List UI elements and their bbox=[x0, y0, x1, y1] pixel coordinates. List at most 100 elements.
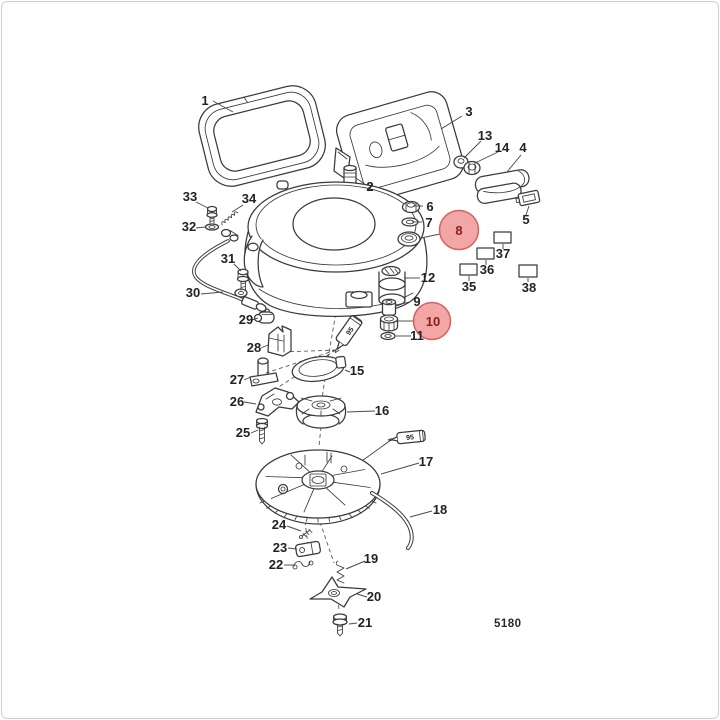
callout-3: 3 bbox=[465, 104, 472, 119]
callout-19: 19 bbox=[364, 551, 378, 566]
leader-25 bbox=[250, 429, 259, 434]
leader-30 bbox=[200, 291, 224, 295]
part-8-grommet bbox=[397, 231, 421, 247]
callout-31: 31 bbox=[221, 251, 235, 266]
leader-2 bbox=[355, 177, 367, 186]
part-9-spacer bbox=[381, 298, 397, 317]
part-26-latch-bracket bbox=[255, 387, 300, 417]
callout-36: 36 bbox=[480, 262, 494, 277]
leader-21 bbox=[348, 622, 358, 625]
callout-23: 23 bbox=[273, 540, 287, 555]
leader-28 bbox=[260, 344, 269, 349]
leader-8 bbox=[420, 233, 441, 239]
tube-2-label: 95 bbox=[406, 434, 415, 442]
part-5-handle-anchor bbox=[515, 189, 541, 207]
leader-23 bbox=[287, 547, 298, 550]
tube-1-label: 95 bbox=[345, 326, 355, 336]
callout-6: 6 bbox=[426, 199, 433, 214]
leader-33 bbox=[195, 201, 209, 209]
leader-15 bbox=[344, 369, 351, 373]
callout-11: 11 bbox=[410, 328, 424, 343]
leader-4 bbox=[506, 154, 522, 173]
part-3-top-cowl bbox=[335, 91, 465, 203]
callout-9: 9 bbox=[413, 294, 420, 309]
part-4-starter-handle bbox=[474, 169, 530, 204]
adhesive-tube-1: 95 bbox=[334, 315, 363, 354]
leader-31 bbox=[233, 263, 242, 272]
part-33-screw bbox=[206, 205, 218, 224]
leader-3 bbox=[440, 115, 463, 130]
part-30-starter-lockout-cable bbox=[192, 239, 270, 314]
part-19-spring bbox=[335, 560, 345, 584]
part-29-cable-clamp bbox=[253, 311, 275, 324]
part-27-latch-post bbox=[249, 357, 279, 387]
callout-12: 12 bbox=[421, 270, 435, 285]
housing-main bbox=[234, 180, 428, 318]
callout-14: 14 bbox=[495, 140, 510, 155]
leader-1 bbox=[212, 100, 234, 113]
callout-32: 32 bbox=[182, 219, 196, 234]
callout-5: 5 bbox=[522, 212, 529, 227]
callout-10: 10 bbox=[426, 314, 440, 329]
callout-18: 18 bbox=[433, 502, 447, 517]
leader-17 bbox=[380, 462, 420, 475]
part-14-ribbed-ring bbox=[463, 160, 481, 176]
part-21-bolt bbox=[332, 613, 348, 637]
callout-15: 15 bbox=[350, 363, 364, 378]
adhesive-tube-2: 95 bbox=[387, 429, 426, 445]
part-10-flanged-nut bbox=[379, 314, 399, 332]
callout-38: 38 bbox=[522, 280, 536, 295]
callout-22: 22 bbox=[269, 557, 283, 572]
leader-19 bbox=[345, 560, 366, 570]
leader-13 bbox=[463, 140, 482, 159]
callout-26: 26 bbox=[230, 394, 244, 409]
part-20-cam-star bbox=[309, 576, 367, 608]
callout-labels: 1 2 3 4 5 6 7 9 11 12 13 14 15 16 17 18 … bbox=[182, 93, 536, 630]
leader-14 bbox=[474, 151, 499, 164]
leader-34 bbox=[231, 204, 244, 213]
part-11-washer bbox=[380, 331, 396, 341]
figure-number: 5180 bbox=[494, 618, 522, 630]
part-31-bolt bbox=[236, 268, 250, 291]
callout-8: 8 bbox=[455, 223, 462, 238]
part-1-seal bbox=[198, 85, 326, 187]
part-22-spring-clip bbox=[292, 560, 314, 570]
leader-26 bbox=[243, 401, 257, 405]
part-24-pawl-spring bbox=[299, 529, 313, 539]
callout-1: 1 bbox=[201, 93, 208, 108]
part-37-box bbox=[493, 231, 512, 249]
part-6-nut bbox=[401, 200, 421, 214]
part-36-box bbox=[476, 247, 495, 265]
callout-17: 17 bbox=[419, 454, 433, 469]
callout-24: 24 bbox=[272, 517, 287, 532]
callout-25: 25 bbox=[236, 425, 250, 440]
callout-13: 13 bbox=[478, 128, 492, 143]
callout-35: 35 bbox=[462, 279, 476, 294]
part-35-box bbox=[459, 263, 478, 281]
callout-34: 34 bbox=[242, 191, 257, 206]
highlight-callout-10: 10 bbox=[412, 301, 452, 341]
part-16-sheave bbox=[295, 395, 347, 429]
leader-16 bbox=[346, 410, 376, 413]
leader-18 bbox=[409, 510, 433, 518]
callout-33: 33 bbox=[183, 189, 197, 204]
leader-29 bbox=[251, 317, 259, 321]
part-38-box bbox=[518, 264, 538, 282]
callout-27: 27 bbox=[230, 372, 244, 387]
callout-21: 21 bbox=[358, 615, 372, 630]
cable-end-fittings bbox=[220, 228, 239, 242]
part-18-starter-rope bbox=[370, 491, 414, 550]
leader-27 bbox=[243, 375, 254, 381]
part-15-seal-ring bbox=[291, 355, 347, 383]
callout-30: 30 bbox=[186, 285, 200, 300]
callout-7: 7 bbox=[425, 215, 432, 230]
leader-5 bbox=[525, 205, 530, 216]
callout-37: 37 bbox=[496, 246, 510, 261]
callout-2: 2 bbox=[366, 179, 373, 194]
part-25-bolt bbox=[255, 417, 269, 445]
part-32-washer bbox=[204, 223, 220, 231]
part-28-bracket bbox=[267, 325, 292, 357]
highlight-callout-8: 8 bbox=[438, 209, 480, 251]
